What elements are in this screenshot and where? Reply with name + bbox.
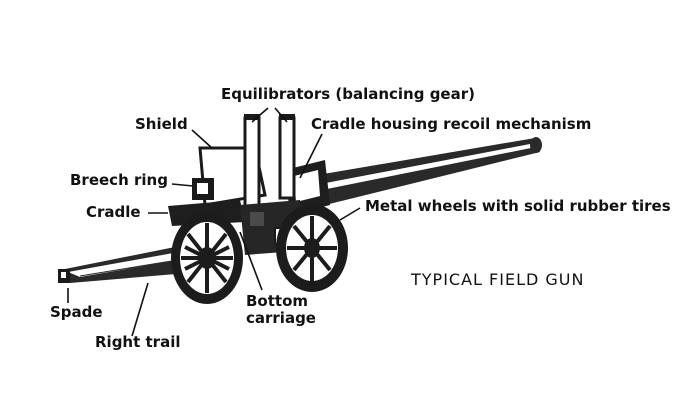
label-shield: Shield: [135, 115, 188, 133]
label-bottom-carriage-line1: Bottom: [246, 292, 309, 310]
breech-ring-shape: [192, 178, 214, 200]
equilibrators-leader-right: [274, 107, 288, 123]
cradle-housing-leader: [299, 133, 323, 179]
label-cradle: Cradle: [86, 203, 141, 221]
label-right-trail: Right trail: [95, 333, 181, 351]
shield-leader: [191, 129, 213, 149]
right-trail-leader: [131, 282, 149, 337]
label-spade: Spade: [50, 303, 103, 321]
label-bottom-carriage: Bottom carriage: [246, 292, 316, 327]
front-wheel-shape: [171, 212, 243, 304]
barrel-shape: [300, 137, 542, 210]
diagram-title: TYPICAL FIELD GUN: [411, 270, 585, 289]
rear-wheel-shape: [276, 204, 348, 292]
equilibrators-leader-left: [251, 107, 269, 123]
bottom-carriage-leader: [239, 231, 263, 291]
label-wheels: Metal wheels with solid rubber tires: [365, 197, 671, 215]
label-cradle-housing: Cradle housing recoil mechanism: [311, 115, 592, 133]
label-bottom-carriage-line2: carriage: [246, 309, 316, 327]
wheels-leader: [339, 207, 361, 221]
breech-ring-leader: [171, 183, 194, 187]
label-breech-ring: Breech ring: [70, 171, 168, 189]
leader-lines: [67, 107, 361, 337]
label-equilibrators: Equilibrators (balancing gear): [221, 85, 475, 103]
spade-shape: [58, 269, 70, 283]
